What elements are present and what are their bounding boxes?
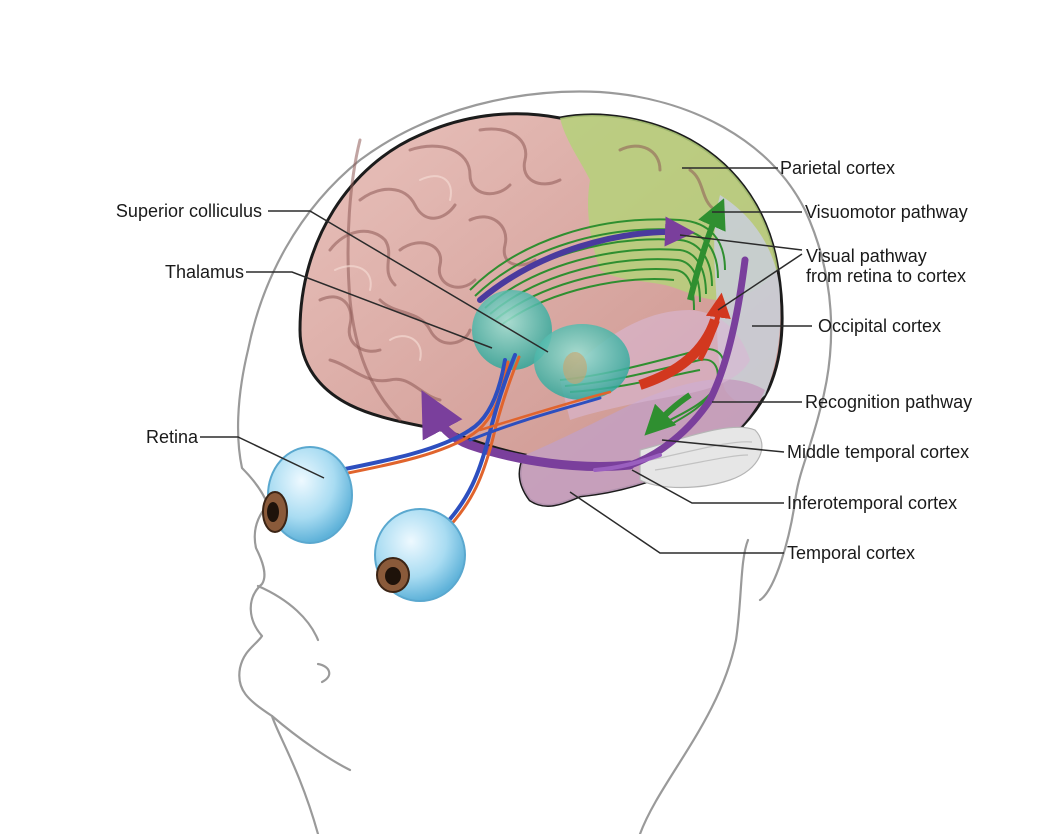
label-visual-pathway-line1: Visual pathway <box>806 246 927 266</box>
label-inferotemporal-cortex: Inferotemporal cortex <box>787 493 957 513</box>
eye-left <box>375 509 465 601</box>
label-visual-pathway-line2: from retina to cortex <box>806 266 966 286</box>
label-retina: Retina <box>146 427 199 447</box>
leader-temporal <box>570 492 784 553</box>
label-parietal-cortex: Parietal cortex <box>780 158 895 178</box>
label-middle-temporal-cortex: Middle temporal cortex <box>787 442 969 462</box>
label-visuomotor-pathway: Visuomotor pathway <box>805 202 968 222</box>
label-recognition-pathway: Recognition pathway <box>805 392 972 412</box>
label-superior-colliculus: Superior colliculus <box>116 201 262 221</box>
label-thalamus: Thalamus <box>165 262 244 282</box>
label-temporal-cortex: Temporal cortex <box>787 543 915 563</box>
eye-right <box>263 447 352 543</box>
label-occipital-cortex: Occipital cortex <box>818 316 941 336</box>
